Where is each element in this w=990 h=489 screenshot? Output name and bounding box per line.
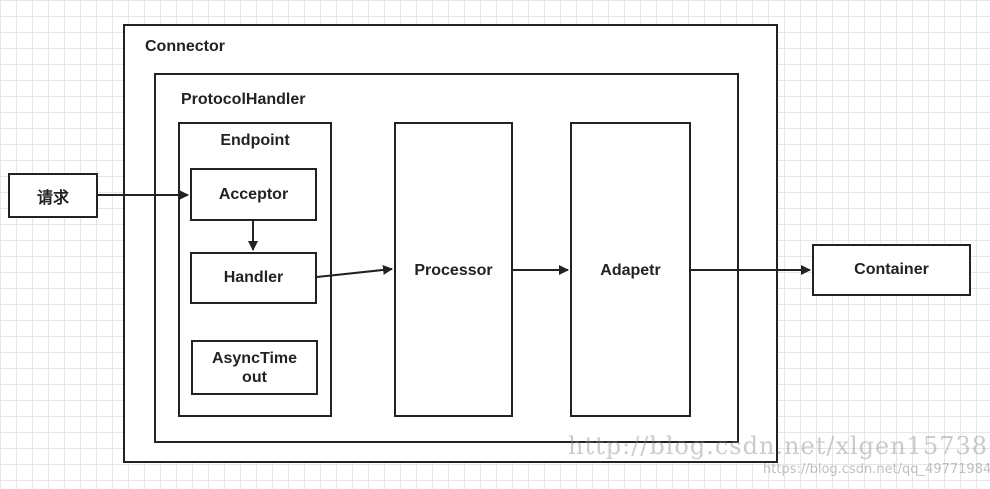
handler-box: Handler — [190, 252, 317, 304]
acceptor-label: Acceptor — [218, 185, 289, 203]
handler-label: Handler — [223, 269, 284, 286]
watermark-csdn-url: https://blog.csdn.net/qq_49771984 — [763, 462, 990, 477]
async-timeout-label-line1: AsyncTime — [211, 349, 298, 367]
processor-box: Processor — [394, 122, 513, 417]
container-box: Container — [812, 244, 971, 296]
adapter-label: Adapetr — [600, 262, 661, 279]
request-label: 请求 — [36, 189, 69, 207]
watermark-blog-url: http://blog.csdn.net/xlgen157387 — [568, 432, 990, 460]
acceptor-box: Acceptor — [190, 168, 317, 221]
endpoint-title: Endpoint — [220, 132, 290, 149]
connector-title: Connector — [145, 38, 225, 55]
container-label: Container — [854, 261, 929, 278]
request-box: 请求 — [8, 173, 98, 218]
protocol-handler-title: ProtocolHandler — [181, 91, 306, 108]
async-timeout-label-line2: out — [242, 368, 267, 386]
processor-label: Processor — [414, 262, 493, 279]
async-timeout-box: AsyncTime out — [191, 340, 318, 395]
arrow-handler-to-processor — [316, 264, 393, 278]
adapter-box: Adapetr — [570, 122, 691, 417]
